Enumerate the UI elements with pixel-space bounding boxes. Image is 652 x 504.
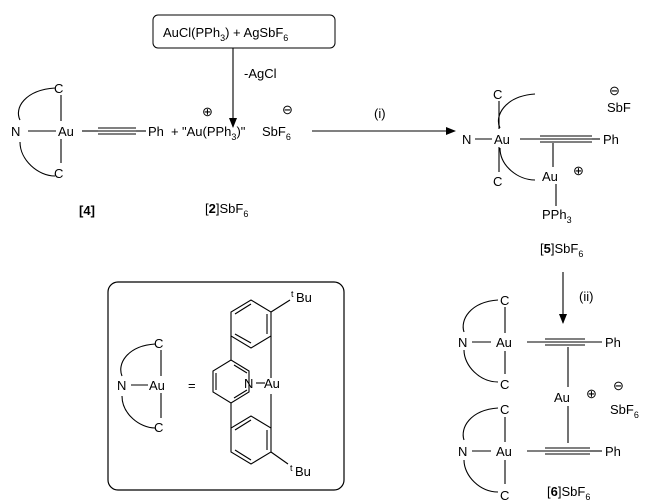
svg-text:Bu: Bu — [295, 464, 311, 479]
svg-text:"Au(PPh3)": "Au(PPh3)" — [182, 124, 246, 142]
svg-text:Au: Au — [496, 335, 512, 350]
compound-5: C N Au C Ph Au ⊕ PPh3 ⊖ SbF — [462, 83, 631, 225]
svg-text:t: t — [290, 463, 293, 473]
hexafluoroantimonate: SbF6 ⊖ — [262, 102, 293, 142]
svg-text:Au: Au — [554, 390, 570, 405]
svg-text:N: N — [462, 132, 471, 147]
svg-text:Ph: Ph — [148, 124, 164, 139]
svg-text:PPh3: PPh3 — [542, 207, 572, 225]
positive-charge-icon: ⊕ — [586, 386, 597, 401]
byproduct-label: -AgCl — [244, 66, 277, 81]
svg-text:t: t — [291, 289, 294, 299]
positive-charge-icon: ⊕ — [573, 163, 584, 178]
svg-text:Ph: Ph — [605, 444, 621, 459]
svg-text:SbF: SbF — [607, 100, 631, 115]
reagent-box: AuCl(PPh3) + AgSbF6 — [152, 14, 336, 49]
label-5: [5]SbF6 — [540, 241, 583, 259]
svg-text:Au: Au — [264, 376, 280, 391]
negative-charge-icon: ⊖ — [282, 102, 293, 117]
svg-text:C: C — [154, 336, 163, 351]
condition-ii-label: (ii) — [579, 289, 593, 304]
svg-text:C: C — [500, 488, 509, 503]
label-6: [6]SbF6 — [547, 484, 590, 502]
svg-text:Au: Au — [494, 132, 510, 147]
svg-text:C: C — [493, 174, 502, 189]
negative-charge-icon: ⊖ — [613, 378, 624, 393]
svg-text:Ph: Ph — [603, 132, 619, 147]
positive-charge-icon: ⊕ — [202, 104, 213, 119]
label-2: [2]SbF6 — [205, 201, 248, 219]
svg-text:Au: Au — [149, 378, 165, 393]
svg-text:N: N — [11, 124, 20, 139]
svg-text:SbF6: SbF6 — [262, 124, 291, 142]
equals-sign: = — [188, 378, 196, 393]
svg-text:C: C — [154, 420, 163, 435]
svg-text:N: N — [458, 444, 467, 459]
ligand-legend-box: C N Au C = N Au t Bu t Bu — [107, 281, 345, 491]
svg-text:C: C — [493, 87, 502, 102]
svg-text:AuCl(PPh3) + AgSbF6: AuCl(PPh3) + AgSbF6 — [163, 25, 288, 43]
svg-text:Au: Au — [58, 124, 74, 139]
svg-text:N: N — [244, 376, 253, 391]
svg-text:Au: Au — [542, 169, 558, 184]
svg-text:C: C — [500, 402, 509, 417]
compound-6: C N Au C Ph Au ⊕ ⊖ SbF6 C N Au C Ph — [458, 293, 639, 503]
svg-text:C: C — [500, 293, 509, 308]
svg-text:N: N — [117, 378, 126, 393]
svg-text:N: N — [458, 335, 467, 350]
svg-text:Bu: Bu — [296, 290, 312, 305]
negative-charge-icon: ⊖ — [609, 83, 620, 98]
gold-cation: "Au(PPh3)" ⊕ — [182, 104, 246, 142]
svg-text:C: C — [500, 377, 509, 392]
svg-text:SbF6: SbF6 — [610, 402, 639, 420]
plus-sign: + — [171, 124, 179, 139]
svg-text:Ph: Ph — [605, 335, 621, 350]
label-4: [4] — [79, 203, 95, 218]
svg-text:C: C — [54, 81, 63, 96]
svg-text:C: C — [54, 166, 63, 181]
compound-4: C N Au C Ph — [11, 81, 164, 181]
condition-i-label: (i) — [374, 106, 386, 121]
svg-text:Au: Au — [496, 444, 512, 459]
